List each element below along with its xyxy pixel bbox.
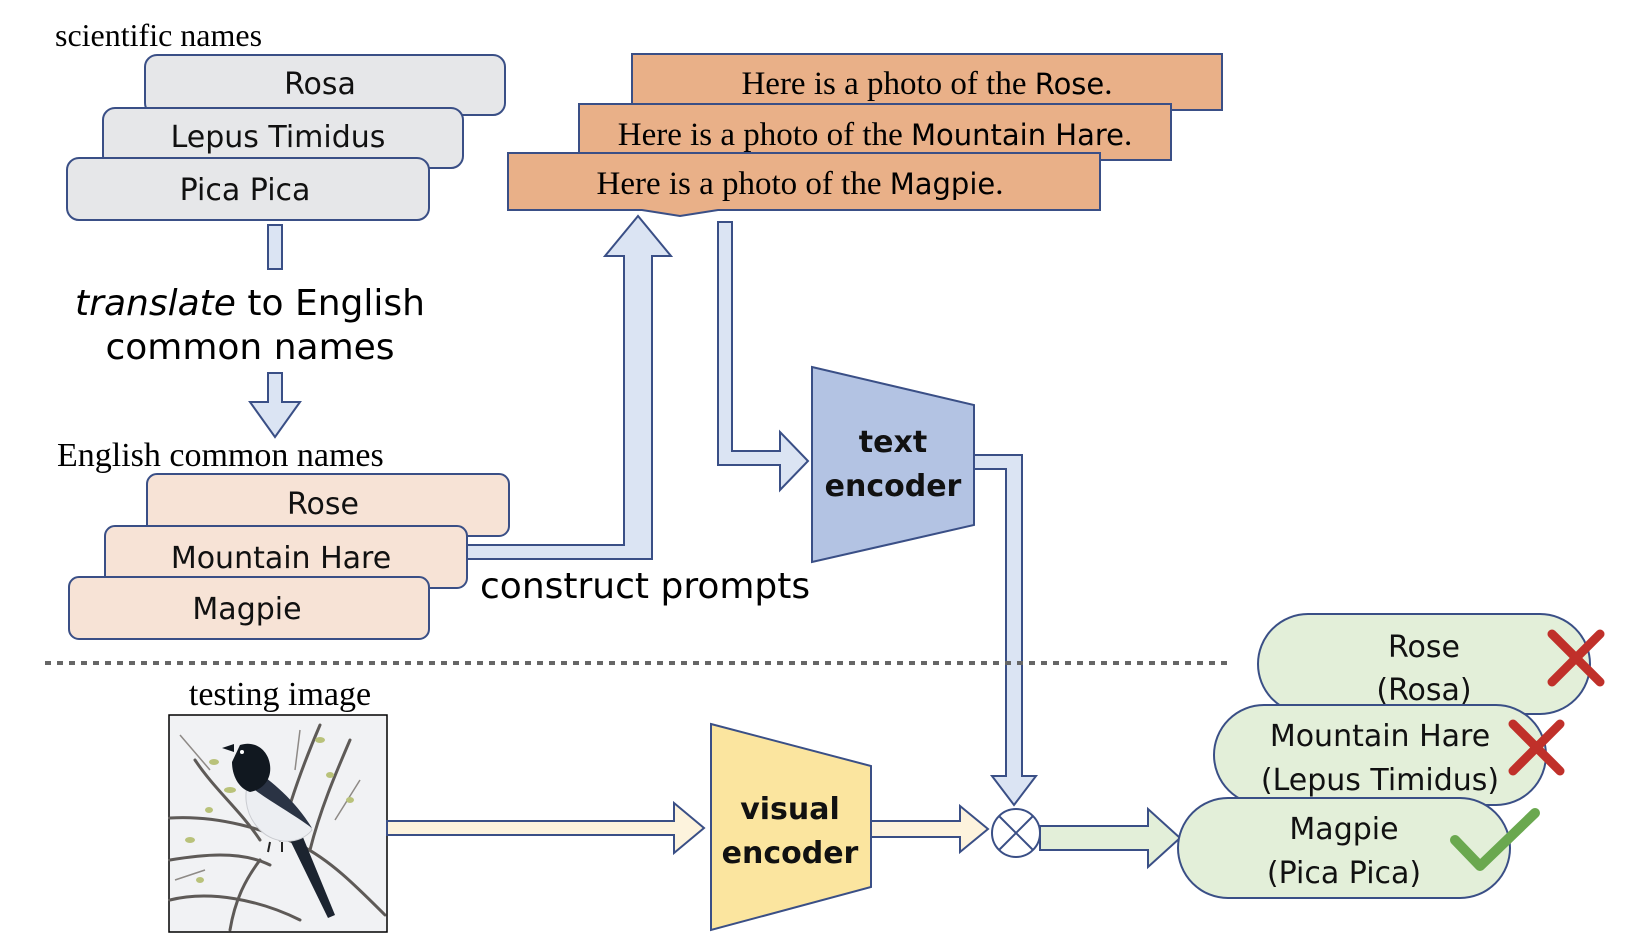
visual-encoder-to-similarity-arrow	[870, 803, 990, 855]
translate-label-italic: translate	[75, 283, 236, 324]
prompt-text: Here is a photo of the Mountain Hare.	[618, 117, 1133, 153]
scientific-name-label: Pica Pica	[180, 173, 311, 208]
text-encoder-label-line1: text	[859, 425, 927, 460]
scientific-name-box-pica-pica: Pica Pica	[66, 157, 430, 221]
translate-label: translate to English	[75, 283, 425, 324]
result-scientific-name: (Pica Pica)	[1267, 856, 1421, 891]
construct-prompts-arrow	[466, 214, 674, 560]
cross-icon	[1508, 719, 1565, 776]
result-scientific-name: (Rosa)	[1376, 673, 1471, 708]
prompt-box-mountain-hare: Here is a photo of the Mountain Hare.	[578, 103, 1172, 161]
image-to-visual-encoder-arrow	[386, 800, 706, 856]
common-name-box-magpie: Magpie	[68, 576, 430, 640]
cross-icon	[1547, 629, 1605, 687]
prompt-box-magpie: Here is a photo of the Magpie.	[507, 152, 1101, 218]
prompt-text: Here is a photo of the Rose.	[741, 66, 1112, 102]
visual-encoder: visual encoder	[710, 722, 872, 932]
result-common-name: Magpie	[1289, 812, 1398, 847]
english-common-names-label: English common names	[57, 437, 384, 474]
scientific-name-box-rosa: Rosa	[144, 54, 506, 116]
text-encoder-to-similarity-arrow	[973, 454, 1039, 807]
visual-encoder-label-line1: visual	[740, 792, 840, 827]
text-encoder: text encoder	[811, 365, 975, 564]
result-scientific-name: (Lepus Timidus)	[1261, 763, 1499, 798]
similarity-node	[991, 808, 1041, 858]
scientific-name-box-lepus-timidus: Lepus Timidus	[102, 107, 464, 169]
translate-label-line2: common names	[105, 327, 394, 368]
testing-image-label: testing image	[189, 676, 371, 713]
construct-prompts-label: construct prompts	[480, 566, 810, 607]
prompt-box-rose: Here is a photo of the Rose.	[631, 53, 1223, 111]
common-name-label: Rose	[287, 487, 359, 522]
prompt-text: Here is a photo of the Magpie.	[596, 166, 1003, 202]
result-common-name: Rose	[1388, 630, 1460, 665]
scientific-name-label: Lepus Timidus	[171, 120, 386, 155]
scientific-name-label: Rosa	[284, 67, 356, 102]
prompts-to-text-encoder-arrow	[717, 221, 810, 493]
similarity-to-results-arrow	[1039, 806, 1182, 870]
translate-arrow	[248, 224, 302, 439]
result-pill-rose: Rose (Rosa)	[1257, 613, 1605, 715]
check-icon	[1450, 808, 1540, 871]
visual-encoder-label-line2: encoder	[722, 836, 859, 871]
translate-label-rest: to English	[236, 283, 425, 324]
magpie-image	[222, 743, 335, 918]
text-encoder-label-line2: encoder	[825, 469, 962, 504]
common-name-box-rose: Rose	[146, 473, 510, 537]
common-name-label: Magpie	[192, 592, 301, 627]
result-pill-magpie: Magpie (Pica Pica)	[1177, 797, 1540, 899]
result-pill-mountain-hare: Mountain Hare (Lepus Timidus)	[1213, 704, 1565, 806]
common-name-label: Mountain Hare	[171, 541, 391, 576]
scientific-names-label: scientific names	[55, 17, 262, 53]
result-common-name: Mountain Hare	[1270, 719, 1490, 754]
testing-image	[168, 714, 388, 933]
